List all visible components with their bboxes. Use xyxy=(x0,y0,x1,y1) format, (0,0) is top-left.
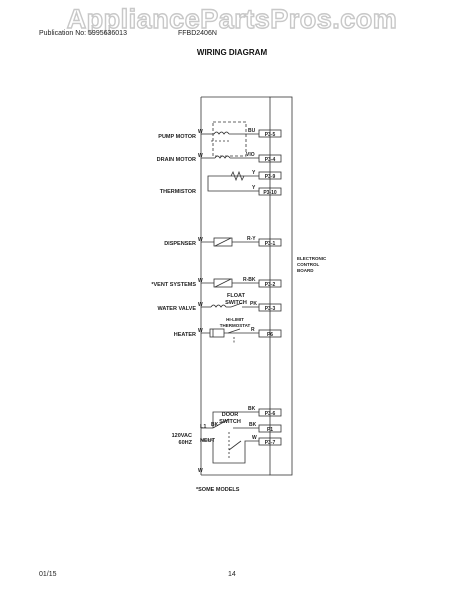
connector-p3-6: P3-6 xyxy=(265,411,276,417)
thermistor-loop-wire xyxy=(207,175,259,192)
hi-limit-label-1: HI-LIMIT xyxy=(226,317,244,322)
water-valve-coil xyxy=(210,304,227,308)
connector-p3-1: P3-1 xyxy=(265,241,276,247)
float-switch-label-2: SWITCH xyxy=(225,300,247,306)
vent-element-slash xyxy=(214,278,232,288)
connector-p3-2-box xyxy=(258,279,282,288)
connector-p3-10-box xyxy=(258,187,282,196)
control-board-outline xyxy=(269,96,293,476)
wire-label-vent-rbk: R-BK xyxy=(243,277,256,283)
wire-label-valve-w: W xyxy=(198,302,203,308)
connector-p1: P1 xyxy=(267,427,273,433)
wire-label-bottom-w: W xyxy=(198,468,203,474)
vent-system-label: *VENT SYSTEMS xyxy=(151,282,196,288)
connector-p3-2: P3-2 xyxy=(265,282,276,288)
wire-label-heater-w: W xyxy=(198,328,203,334)
wire-label-therm-y1: Y xyxy=(252,170,256,176)
publication-number: Publication No: 5995636013 xyxy=(39,30,127,37)
wire-label-vent-w: W xyxy=(198,278,203,284)
connector-p3-5: P3-5 xyxy=(265,132,276,138)
thermistor-label: THERMISTOR xyxy=(160,189,196,195)
door-switch-label-1: DOOR xyxy=(222,412,239,418)
connector-p3-9: P3-9 xyxy=(265,174,276,180)
connector-p6-box xyxy=(258,329,282,338)
float-switch-contact xyxy=(230,302,243,308)
heater-element xyxy=(209,328,225,338)
connector-p3-7-box xyxy=(258,437,282,446)
page-number: 14 xyxy=(228,571,236,578)
wire-label-neut-w: W xyxy=(252,435,257,441)
model-number: FFBD2406N xyxy=(178,30,217,37)
connector-p3-10: P3-10 xyxy=(263,190,277,196)
connector-p3-5-box xyxy=(258,129,282,138)
connector-p1-box xyxy=(258,424,282,433)
wire-label-drain-w: W xyxy=(198,153,203,159)
connector-p3-7: P3-7 xyxy=(265,440,276,446)
drain-motor-label: DRAIN MOTOR xyxy=(157,157,196,163)
heater-label: HEATER xyxy=(174,332,196,338)
wire-label-disp-w: W xyxy=(198,237,203,243)
hi-limit-contact xyxy=(227,328,241,334)
wire-label-door-bk1: BK xyxy=(248,406,256,412)
wire-label-pump-w: W xyxy=(198,129,203,135)
connector-p6: P6 xyxy=(267,332,273,338)
dispenser-label: DISPENSER xyxy=(164,241,196,247)
diagram-title: WIRING DIAGRAM xyxy=(196,48,268,57)
supply-voltage-label: 120VAC xyxy=(172,433,192,439)
connector-p3-3: P3-3 xyxy=(265,306,276,312)
wire-label-drain-vio: VIO xyxy=(246,152,255,158)
hi-limit-label-2: THERMOSTAT xyxy=(220,323,251,328)
l1-label: L1 xyxy=(200,424,206,430)
connector-p3-6-box xyxy=(258,408,282,417)
pump-motor-label: PUMP MOTOR xyxy=(158,134,196,140)
wire-label-valve-pk: PK xyxy=(250,301,257,307)
footer-date: 01/15 xyxy=(39,571,57,578)
drain-motor-coil xyxy=(214,155,231,159)
connector-p3-9-box xyxy=(258,171,282,180)
connector-p3-4: P3-4 xyxy=(265,157,276,163)
wire-label-door-bk2: BK xyxy=(211,422,219,428)
wire-label-p1-bk: BK xyxy=(249,422,257,428)
wire-label-heater-r: R xyxy=(251,327,255,333)
supply-frequency-label: 60HZ xyxy=(179,440,193,446)
door-switch-label-2: SWITCH xyxy=(219,419,241,425)
connector-p3-3-box xyxy=(258,303,282,312)
connector-p3-4-box xyxy=(258,154,282,163)
wire-label-pump-bu: BU xyxy=(248,128,256,134)
water-valve-label: WATER VALVE xyxy=(158,306,197,312)
pump-motor-coil xyxy=(213,131,230,135)
door-switch-contact-2 xyxy=(228,440,242,451)
thermistor-resistor xyxy=(230,170,245,182)
board-label-2: CONTROL xyxy=(297,262,319,267)
dispenser-element-slash xyxy=(214,237,232,247)
neutral-wire xyxy=(201,439,259,464)
watermark: AppliancePartsPros.com xyxy=(66,3,398,34)
board-label-3: BOARD xyxy=(297,268,314,273)
wire-label-disp-ry: R-Y xyxy=(247,236,256,242)
connector-p3-1-box xyxy=(258,238,282,247)
float-switch-label-1: FLOAT xyxy=(227,293,246,299)
pump-motor-dashed-box xyxy=(212,121,247,157)
board-label-1: ELECTRONIC xyxy=(297,256,327,261)
door-switch-bk-wire xyxy=(212,411,259,428)
wire-label-therm-y2: Y xyxy=(252,185,256,191)
some-models-note: *SOME MODELS xyxy=(196,487,240,493)
neutral-label: NEUT xyxy=(200,438,216,444)
door-switch-contact-1 xyxy=(212,418,230,429)
